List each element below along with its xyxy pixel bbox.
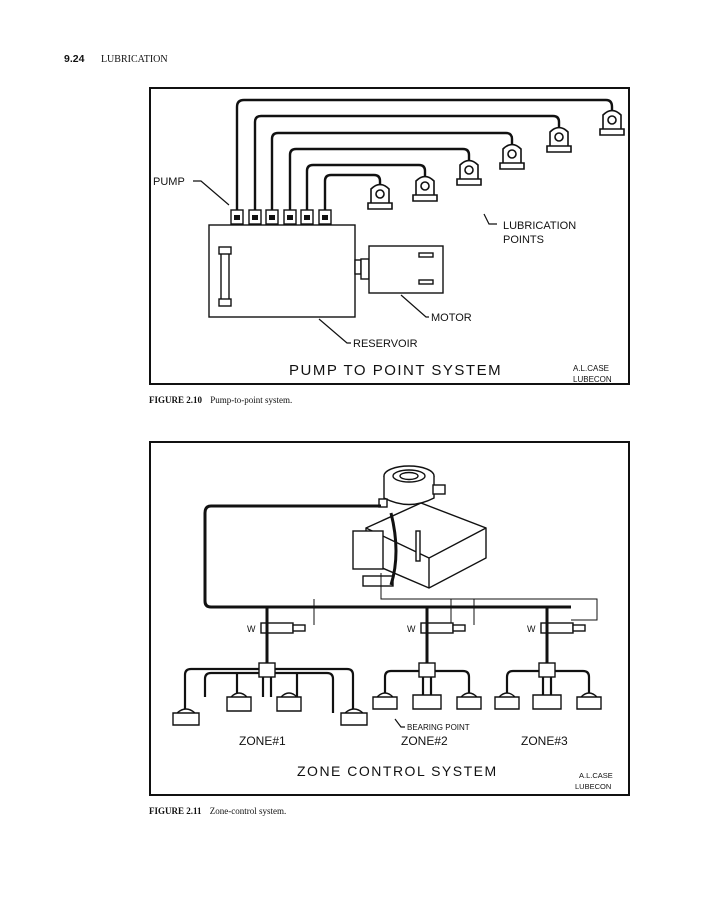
lubrication-points-label-line1: LUBRICATION — [503, 220, 576, 232]
zone3-feed-lines — [505, 669, 591, 697]
svg-text:W: W — [527, 624, 536, 634]
caption-number: FIGURE 2.11 — [149, 806, 202, 816]
zone3-label: ZONE#3 — [521, 734, 568, 748]
pump-reservoir-unit — [352, 465, 487, 589]
signature-line1: A.L.CASE — [579, 771, 613, 780]
lubrication-points — [367, 109, 625, 210]
caption-text: Zone-control system. — [209, 806, 287, 816]
zone2-label: ZONE#2 — [401, 734, 448, 748]
caption-number: FIGURE 2.10 — [149, 395, 203, 405]
figure-caption-2-10: FIGURE 2.10 Pump-to-point system. — [149, 395, 292, 405]
pump-outlets — [230, 209, 332, 225]
lubrication-points-label-line2: POINTS — [503, 234, 544, 246]
zone1-feed-lines — [183, 667, 355, 713]
figure-pump-to-point: PUMP LUBRICATION POINTS MOTOR RESERVOIR … — [149, 87, 630, 385]
reservoir-label: RESERVOIR — [353, 338, 418, 350]
motor-label: MOTOR — [431, 312, 472, 324]
zone2-feed-lines — [383, 669, 471, 697]
signature-line2: LUBECON — [573, 375, 612, 384]
page-number: 9.24 — [64, 53, 85, 65]
caption-text: Pump-to-point system. — [210, 395, 293, 405]
svg-text:W: W — [407, 624, 416, 634]
svg-text:W: W — [247, 624, 256, 634]
section-title: LUBRICATION — [100, 54, 168, 65]
bearing-point-label: BEARING POINT — [407, 723, 470, 732]
signature-line1: A.L.CASE — [573, 364, 609, 373]
motor — [360, 245, 444, 294]
pump-label: PUMP — [153, 176, 185, 188]
figure-caption-2-11: FIGURE 2.11 Zone-control system. — [149, 806, 286, 816]
figure-title: ZONE CONTROL SYSTEM — [297, 763, 498, 779]
signature-line2: LUBECON — [575, 782, 611, 791]
zone-valves — [260, 622, 586, 634]
pump-to-point-diagram: PUMP LUBRICATION POINTS MOTOR RESERVOIR … — [153, 98, 625, 384]
figure-title: PUMP TO POINT SYSTEM — [289, 362, 502, 379]
page-header: 9.24 LUBRICATION — [64, 53, 168, 65]
bearing-points — [172, 692, 602, 726]
reservoir-tank — [208, 224, 362, 318]
zone1-label: ZONE#1 — [239, 734, 286, 748]
